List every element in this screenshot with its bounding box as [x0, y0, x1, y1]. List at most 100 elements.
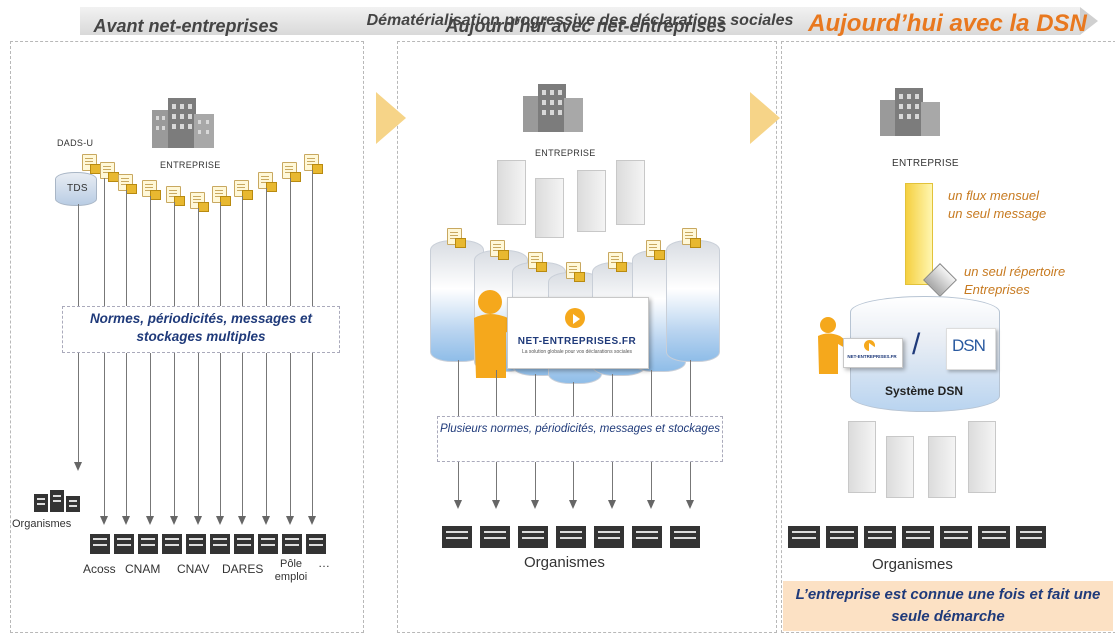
message-block	[535, 178, 564, 238]
arrowhead-icon	[100, 516, 108, 525]
arrowhead-icon	[308, 516, 316, 525]
document-icon	[118, 174, 137, 194]
dsn-logo	[946, 328, 996, 370]
flow-line	[198, 208, 199, 518]
conclusion-box: L’entreprise est connue une fois et fait…	[783, 581, 1113, 631]
chevron-right-icon	[376, 92, 406, 144]
arrowhead-icon	[492, 500, 500, 509]
dsn-system-label: Système DSN	[884, 384, 964, 398]
banner-title: Dématérialisation progressive des déclar…	[366, 12, 794, 29]
arrowhead-icon	[686, 500, 694, 509]
recipient-cnav: CNAV	[177, 562, 210, 576]
message-block	[968, 421, 996, 493]
flow-line	[150, 196, 151, 518]
banner-arrow-tip	[1080, 7, 1098, 35]
document-icon	[100, 162, 119, 182]
flow-line	[220, 202, 221, 518]
arrowhead-icon	[146, 516, 154, 525]
logo-text-small: NET-ENTREPRISES.FR	[847, 354, 897, 359]
logo-tagline: La solution globale pour vos déclaration…	[521, 349, 633, 355]
document-icon	[646, 240, 665, 260]
recipient-cnam: CNAM	[125, 562, 161, 576]
panel1-title: Avant net-entreprises	[93, 16, 279, 36]
message-block	[886, 436, 914, 498]
arrowhead-icon	[262, 516, 270, 525]
arrowhead-icon	[194, 516, 202, 525]
database-cylinder	[666, 240, 720, 362]
dsn-logo-text: DSN	[952, 336, 986, 355]
panel2-title: Aujourd’hui avec net-entreprises	[445, 16, 727, 36]
document-icon	[608, 252, 627, 272]
play-logo-icon	[864, 340, 876, 354]
enterprise-building-icon	[523, 84, 583, 132]
arrowhead-icon	[238, 516, 246, 525]
arrowhead-icon	[608, 500, 616, 509]
document-icon	[258, 172, 277, 192]
document-icon	[234, 180, 253, 200]
recipient-pole-emploi: Pôle emploi	[274, 558, 308, 583]
enterprise-label: ENTREPRISE	[160, 160, 221, 170]
enterprise-label: ENTREPRISE	[535, 148, 596, 158]
play-logo-icon	[565, 308, 585, 328]
document-icon	[282, 162, 301, 182]
document-icon	[212, 186, 231, 206]
recipient-more: …	[318, 556, 330, 570]
arrowhead-icon	[74, 462, 82, 471]
arrowhead-icon	[569, 500, 577, 509]
organisms-label: Organismes	[524, 554, 605, 571]
logo-text: NET-ENTREPRISES.FR	[517, 336, 637, 347]
flow-line	[266, 188, 267, 518]
flux-text-2: un seul message	[948, 206, 1047, 221]
message-block	[928, 436, 956, 498]
organisms-label: Organismes	[872, 556, 953, 573]
document-icon	[82, 154, 101, 174]
arrowhead-icon	[647, 500, 655, 509]
repertoire-text-1: un seul répertoire	[964, 264, 1066, 279]
document-icon	[682, 228, 701, 248]
message-block	[497, 160, 526, 225]
norms-box-1: Normes, périodicités, messages et stocka…	[62, 306, 340, 353]
panel3-title: Aujourd’hui avec la DSN	[808, 10, 1087, 37]
document-icon	[190, 192, 209, 212]
dads-label: DADS-U	[57, 138, 94, 148]
document-icon	[447, 228, 466, 248]
arrowhead-icon	[454, 500, 462, 509]
message-block	[577, 170, 606, 232]
arrowhead-icon	[122, 516, 130, 525]
message-block	[616, 160, 645, 225]
document-icon	[566, 262, 585, 282]
organisms-row	[788, 526, 1046, 548]
organisms-row	[442, 526, 700, 548]
organisms-label: Organismes	[12, 518, 72, 530]
banner-bar	[80, 7, 1080, 35]
organism-building-icon	[34, 490, 80, 512]
chevron-right-icon	[750, 92, 780, 144]
recipient-acoss: Acoss	[83, 562, 116, 576]
arrowhead-icon	[170, 516, 178, 525]
document-icon	[528, 252, 547, 272]
person-icon	[818, 317, 848, 374]
tds-database-icon	[55, 172, 97, 206]
tds-label: TDS	[67, 183, 88, 194]
arrowhead-icon	[286, 516, 294, 525]
flow-line	[174, 202, 175, 518]
flow-line	[126, 190, 127, 518]
document-icon	[490, 240, 509, 260]
flow-line	[242, 196, 243, 518]
monthly-flow-bar	[905, 183, 933, 285]
arrowhead-icon	[216, 516, 224, 525]
recipient-dares: DARES	[222, 562, 264, 576]
document-icon	[304, 154, 323, 174]
repertoire-text-2: Entreprises	[964, 282, 1030, 297]
document-icon	[142, 180, 161, 200]
document-icon	[166, 186, 185, 206]
enterprise-building-icon	[152, 98, 214, 148]
norms-box-2: Plusieurs normes, périodicités, messages…	[437, 416, 723, 462]
arrowhead-icon	[531, 500, 539, 509]
enterprise-building-icon	[880, 88, 940, 136]
message-block	[848, 421, 876, 493]
flux-text-1: un flux mensuel	[948, 188, 1040, 203]
enterprise-label: ENTREPRISE	[892, 158, 959, 169]
organisms-row	[90, 534, 326, 554]
slash-separator: /	[912, 328, 921, 361]
